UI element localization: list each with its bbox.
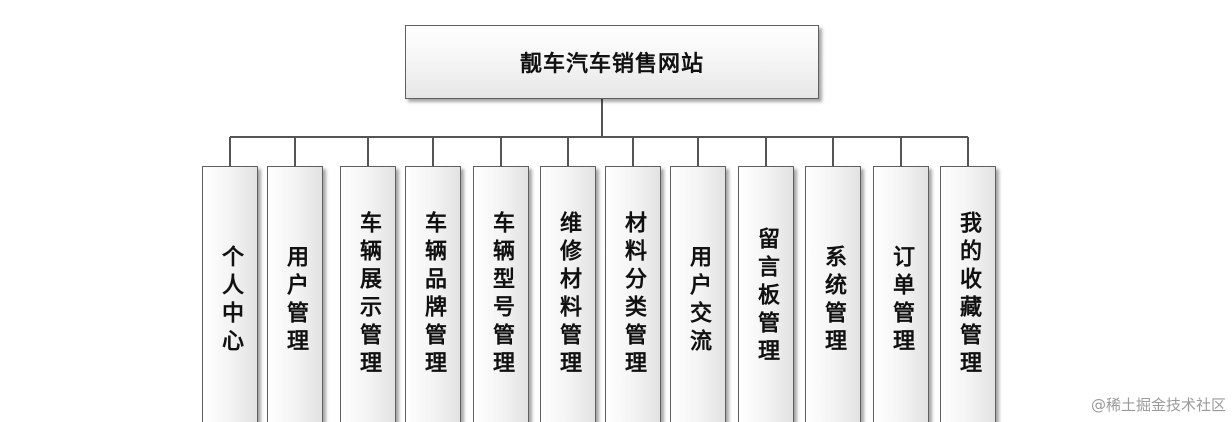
module-label: 车辆型号管理 [489, 211, 514, 379]
module-node: 我的收藏管理 [940, 166, 996, 422]
module-node: 车辆品牌管理 [405, 166, 461, 422]
module-label: 系统管理 [821, 245, 846, 357]
module-label: 车辆展示管理 [356, 211, 381, 379]
module-node: 维修材料管理 [540, 166, 596, 422]
module-label: 我的收藏管理 [956, 211, 981, 379]
module-label: 车辆品牌管理 [421, 211, 446, 379]
module-node: 车辆型号管理 [473, 166, 529, 422]
module-label: 维修材料管理 [556, 211, 581, 379]
root-node: 靓车汽车销售网站 [405, 25, 819, 99]
root-title: 靓车汽车销售网站 [519, 52, 704, 77]
module-node: 用户交流 [670, 166, 726, 422]
module-label: 个人中心 [218, 245, 243, 357]
module-label: 用户管理 [283, 245, 308, 357]
module-node: 订单管理 [873, 166, 929, 422]
module-label: 材料分类管理 [621, 211, 646, 379]
module-node: 车辆展示管理 [340, 166, 396, 422]
module-node: 系统管理 [805, 166, 861, 422]
module-node: 用户管理 [267, 166, 323, 422]
watermark: @稀土掘金技术社区 [1090, 396, 1226, 414]
module-node: 材料分类管理 [605, 166, 661, 422]
module-label: 留言板管理 [754, 227, 779, 367]
module-label: 订单管理 [889, 245, 914, 357]
module-label: 用户交流 [686, 245, 711, 357]
module-node: 个人中心 [202, 166, 258, 422]
module-node: 留言板管理 [738, 166, 794, 422]
